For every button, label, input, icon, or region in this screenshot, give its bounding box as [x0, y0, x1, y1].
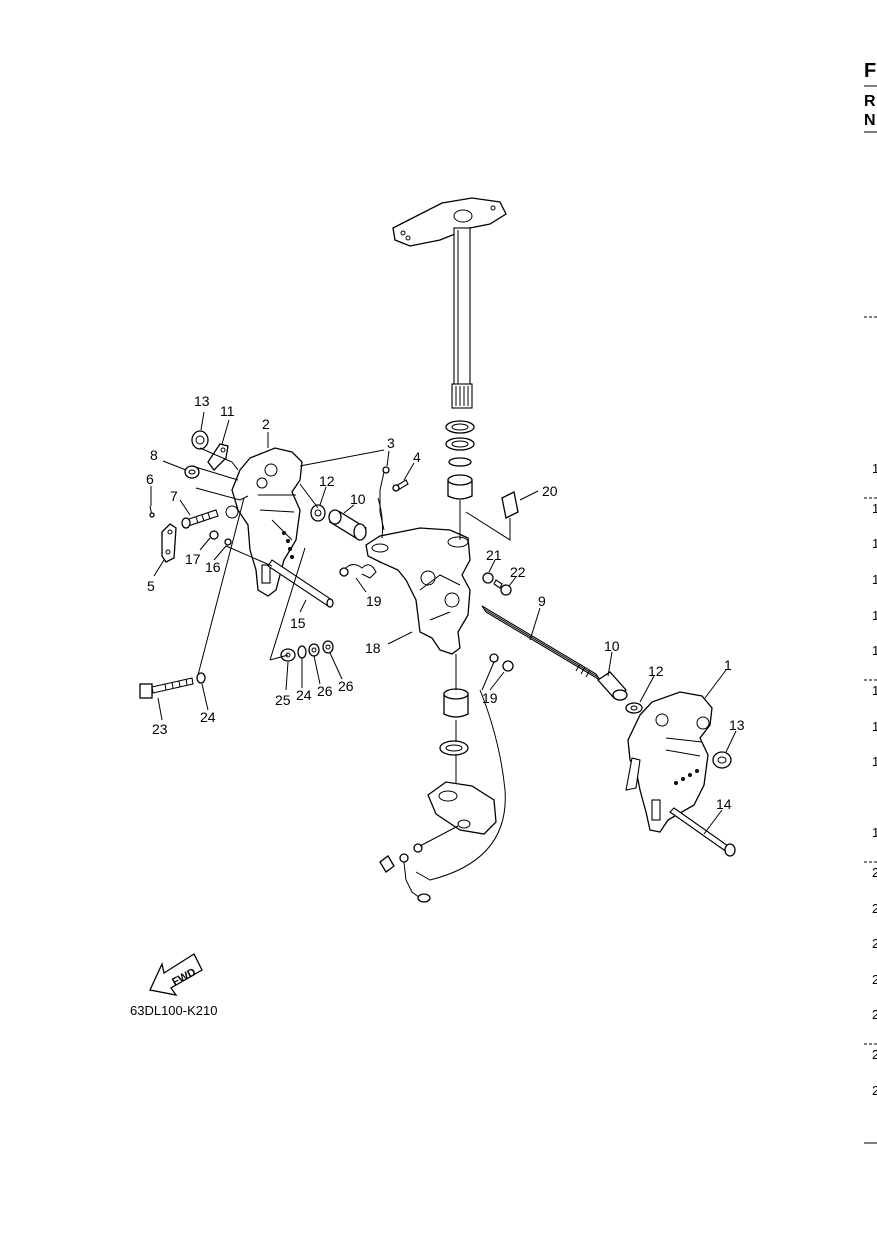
edge-number-1: 1	[872, 461, 877, 476]
edge-number-3: 1	[872, 536, 877, 551]
edge-letter-2: R	[864, 93, 876, 110]
edge-number-6: 1	[872, 643, 877, 658]
ground-lead	[379, 853, 431, 903]
nut-right	[712, 751, 732, 769]
edge-number-10: 1	[872, 825, 877, 840]
callout-5: 5	[147, 578, 155, 594]
nut-17	[209, 530, 219, 540]
callout-9: 9	[538, 593, 546, 609]
callout-19-upper: 19	[366, 593, 382, 609]
callout-26-right: 26	[338, 678, 354, 694]
bolt-14	[669, 807, 736, 857]
callout-4: 4	[413, 449, 421, 465]
edge-number-7: 1	[872, 683, 877, 698]
lower-bushing-stack	[439, 688, 469, 756]
part-labels: 13 11 2 8 3 4 6 7 12 10 20 5 17 16 21 22…	[146, 393, 745, 812]
bush-left	[328, 509, 368, 541]
edge-number-4: 1	[872, 572, 877, 587]
lower-mount	[413, 781, 497, 853]
clamp-bracket-right	[625, 691, 713, 833]
edge-letter-1: F	[864, 60, 876, 82]
callout-16: 16	[205, 559, 221, 575]
spring-19-lower	[481, 653, 514, 691]
callout-12-right: 12	[648, 663, 664, 679]
grease-fitting-3	[379, 466, 390, 531]
callout-6: 6	[146, 471, 154, 487]
callout-18: 18	[365, 640, 381, 656]
bushing-8	[184, 465, 200, 479]
diagram-code: 63DL100-K210	[130, 1003, 217, 1018]
edge-number-5: 1	[872, 608, 877, 623]
bolt-22	[493, 579, 512, 596]
swivel-bracket	[365, 527, 471, 655]
upper-bushing-stack	[445, 420, 475, 500]
callout-8: 8	[150, 447, 158, 463]
callout-1: 1	[724, 657, 732, 673]
callout-20: 20	[542, 483, 558, 499]
plate-5	[161, 523, 177, 563]
steering-arm	[392, 197, 507, 409]
edge-number-17: 2	[872, 1083, 877, 1098]
edge-letter-3: N	[864, 112, 876, 129]
rod-15	[267, 559, 334, 608]
washer-right	[625, 702, 643, 714]
edge-number-13: 2	[872, 936, 877, 951]
callout-13-right: 13	[729, 717, 745, 733]
washer-set	[280, 640, 334, 662]
bolt-7	[181, 509, 219, 529]
callout-21: 21	[486, 547, 502, 563]
callout-10-right: 10	[604, 638, 620, 654]
edge-number-8: 1	[872, 719, 877, 734]
callout-7: 7	[170, 488, 178, 504]
callout-12: 12	[319, 473, 335, 489]
callout-14: 14	[716, 796, 732, 812]
washer-24b	[196, 672, 206, 684]
nut-16	[224, 538, 232, 546]
callout-19-lower: 19	[482, 690, 498, 706]
nut-13-left	[191, 430, 209, 450]
bolt-23	[139, 677, 194, 699]
callout-25: 25	[275, 692, 291, 708]
callout-24-lower: 24	[200, 709, 216, 725]
callout-23: 23	[152, 721, 168, 737]
part-20	[501, 491, 519, 519]
edge-number-11: 2	[872, 865, 877, 880]
callout-26-left: 26	[317, 683, 333, 699]
pin-6	[149, 505, 155, 518]
spring-19-upper	[339, 564, 377, 579]
tilt-tube	[481, 605, 601, 681]
callout-17: 17	[185, 551, 201, 567]
edge-number-12: 2	[872, 901, 877, 916]
leader-lines	[150, 411, 737, 881]
callout-22: 22	[510, 564, 526, 580]
callout-24-upper: 24	[296, 687, 312, 703]
callout-2: 2	[262, 416, 270, 432]
bush-right	[597, 671, 628, 701]
callout-3: 3	[387, 435, 395, 451]
edge-number-15: 2	[872, 1007, 877, 1022]
fwd-arrow: FWD	[149, 953, 203, 996]
edge-number-9: 1	[872, 754, 877, 769]
callout-15: 15	[290, 615, 306, 631]
edge-number-16: 2	[872, 1047, 877, 1062]
washer-left	[310, 504, 326, 522]
edge-number-2: 1	[872, 501, 877, 516]
right-edge-column: F R N 1 1 1 1 1 1 1 1 1 1 2 2 2 2 2 2 2	[864, 60, 877, 1144]
clamp-bracket-left	[225, 447, 303, 597]
callout-13: 13	[194, 393, 210, 409]
screw-4	[392, 479, 409, 492]
callout-10: 10	[350, 491, 366, 507]
callout-11: 11	[220, 403, 235, 419]
nut-21	[482, 572, 494, 584]
edge-number-14: 2	[872, 972, 877, 987]
plate-11	[207, 443, 229, 471]
